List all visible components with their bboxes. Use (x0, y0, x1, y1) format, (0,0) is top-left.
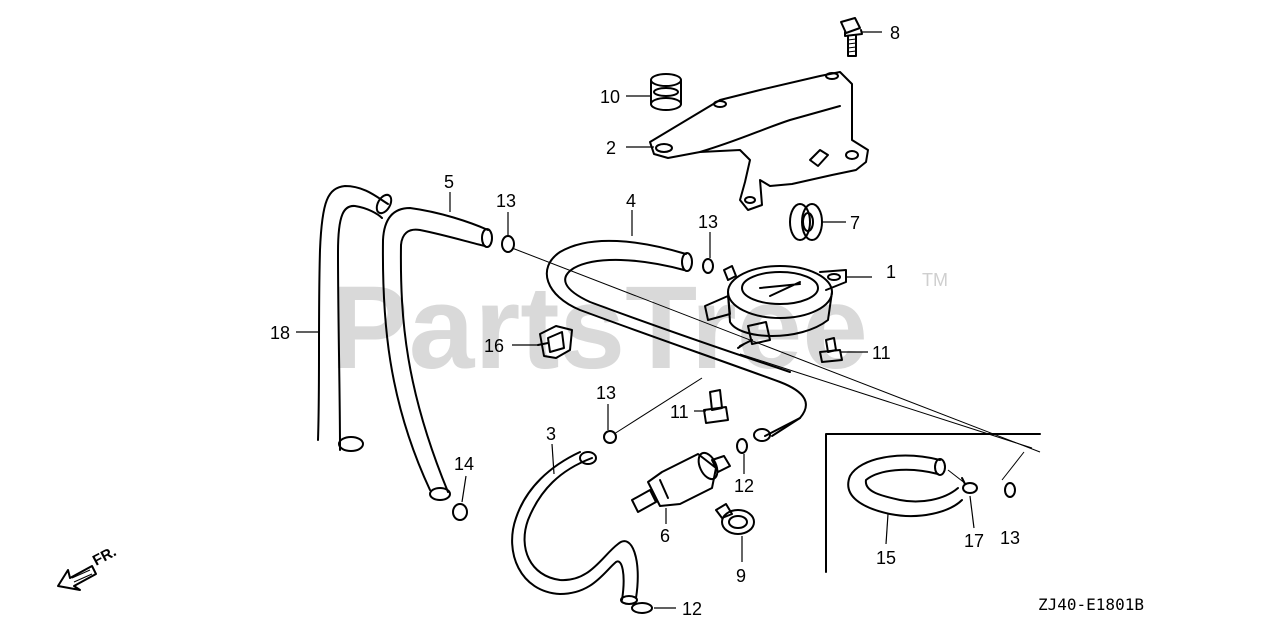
part-6-fuel-filter[interactable] (631, 450, 731, 513)
callout-labels: 1 2 3 4 5 6 7 8 9 10 11 11 12 12 13 13 1… (270, 23, 1020, 619)
part-5-fuel-hose[interactable] (381, 207, 493, 501)
part-15-fuel-hose[interactable] (847, 454, 963, 518)
part-13-clip-c[interactable] (603, 430, 617, 444)
part-10-grommet[interactable] (650, 73, 682, 111)
callout-11-lower[interactable]: 11 (670, 402, 689, 422)
part-2-bracket[interactable] (649, 71, 869, 211)
part-3-fuel-hose[interactable] (511, 451, 639, 605)
part-9-clamp[interactable] (715, 503, 755, 535)
callout-8[interactable]: 8 (890, 23, 900, 43)
inset-frame (825, 433, 1041, 573)
callout-11-upper[interactable]: 11 (872, 343, 891, 363)
callout-10[interactable]: 10 (600, 87, 620, 107)
callout-14[interactable]: 14 (454, 454, 474, 474)
callout-15[interactable]: 15 (876, 548, 896, 568)
callout-13-left[interactable]: 13 (496, 191, 516, 211)
part-13-clip-b[interactable] (702, 258, 714, 274)
callout-7[interactable]: 7 (850, 213, 860, 233)
part-4-fuel-hose[interactable] (545, 239, 807, 442)
part-8-bolt[interactable] (840, 17, 863, 57)
front-direction-marker: FR. (57, 543, 119, 591)
callout-6[interactable]: 6 (660, 526, 670, 546)
callout-18[interactable]: 18 (270, 323, 290, 343)
part-12-clip-b[interactable] (631, 602, 653, 614)
callout-2[interactable]: 2 (606, 138, 616, 158)
diagram-code: ZJ40-E1801B (1038, 595, 1144, 614)
part-16-clip[interactable] (537, 325, 573, 359)
callout-16[interactable]: 16 (484, 336, 504, 356)
part-17-clamp[interactable] (961, 477, 978, 494)
leader-lines (296, 31, 975, 609)
part-18-fuel-hose[interactable] (317, 185, 394, 452)
part-1-fuel-pump[interactable] (704, 265, 847, 349)
callout-12-bottom[interactable]: 12 (682, 599, 702, 619)
callout-1[interactable]: 1 (886, 262, 896, 282)
watermark-trademark: TM (922, 270, 948, 290)
callout-5[interactable]: 5 (444, 172, 454, 192)
front-direction-label: FR. (90, 543, 119, 569)
assembly-lines (511, 247, 1041, 485)
part-13-clip-d[interactable] (1004, 482, 1016, 498)
watermark-logo: PartsTree (330, 262, 868, 394)
callout-12-filter[interactable]: 12 (734, 476, 754, 496)
part-11-bolt-lower[interactable] (703, 389, 729, 424)
callout-13-mid[interactable]: 13 (596, 383, 616, 403)
callout-13-inset[interactable]: 13 (1000, 528, 1020, 548)
callout-4[interactable]: 4 (626, 191, 636, 211)
callout-3[interactable]: 3 (546, 424, 556, 444)
callout-17[interactable]: 17 (964, 531, 984, 551)
part-12-clip-a[interactable] (736, 438, 748, 454)
part-14-clip[interactable] (452, 503, 468, 521)
part-13-clip-a[interactable] (501, 235, 515, 253)
callout-13-pump[interactable]: 13 (698, 212, 718, 232)
part-7-grommet[interactable] (789, 203, 823, 241)
part-11-bolt-upper[interactable] (819, 337, 843, 363)
callout-9[interactable]: 9 (736, 566, 746, 586)
